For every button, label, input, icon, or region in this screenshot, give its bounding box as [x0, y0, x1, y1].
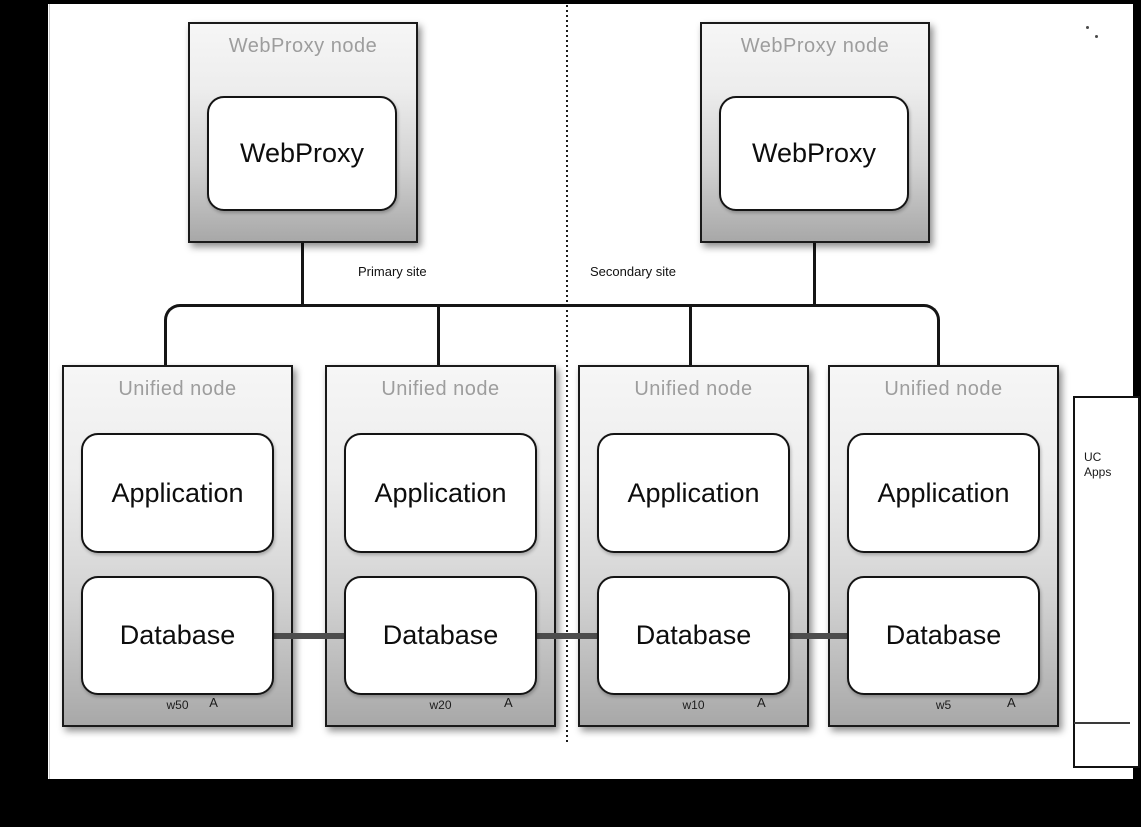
database-replication-link: [271, 633, 849, 639]
uc-apps-box: UC Apps: [1073, 396, 1140, 768]
unified3-connector-line: [689, 306, 692, 365]
network-bus-line: [164, 304, 940, 368]
node-footer: w20 A: [327, 695, 554, 718]
replication-marker: A: [209, 695, 218, 710]
unified2-connector-line: [437, 306, 440, 365]
node-weight-label: w5: [935, 698, 952, 712]
webproxy-node-secondary: WebProxy node WebProxy: [700, 22, 930, 243]
replication-marker: A: [757, 695, 766, 710]
node-footer: w10 A: [580, 695, 807, 718]
application-box: Application: [847, 433, 1040, 553]
webproxy-node-title: WebProxy node: [740, 35, 890, 57]
unified-node-title: Unified node: [118, 378, 237, 400]
primary-site-label: Primary site: [358, 264, 427, 279]
webproxy1-connector-line: [301, 242, 304, 304]
replication-marker: A: [1007, 695, 1016, 710]
node-weight-label: w10: [682, 698, 705, 712]
node-footer: w5 A: [830, 695, 1057, 718]
site-divider-dotted-line: [566, 5, 568, 743]
replication-marker: A: [504, 695, 513, 710]
application-box: Application: [344, 433, 537, 553]
webproxy-component-box: WebProxy: [719, 96, 909, 211]
node-weight-label: w50: [166, 698, 189, 712]
unified-node-title: Unified node: [381, 378, 500, 400]
application-box: Application: [81, 433, 274, 553]
webproxy2-connector-line: [813, 242, 816, 304]
artifact-dot: [1086, 26, 1089, 29]
uc-apps-label-line1: UC: [1084, 450, 1102, 464]
unified-node-title: Unified node: [634, 378, 753, 400]
database-box: Database: [344, 576, 537, 695]
application-box: Application: [597, 433, 790, 553]
artifact-dot: [1095, 35, 1098, 38]
unified-node-title: Unified node: [884, 378, 1003, 400]
secondary-site-label: Secondary site: [590, 264, 676, 279]
unified-node-w20: Unified node Application Database w20 A: [325, 365, 556, 727]
webproxy-node-title: WebProxy node: [228, 35, 378, 57]
database-box: Database: [597, 576, 790, 695]
uc-apps-label-line2: Apps: [1084, 465, 1112, 479]
uc-apps-shadow-line: [1074, 722, 1130, 724]
unified-node-w10: Unified node Application Database w10 A: [578, 365, 809, 727]
node-footer: w50 A: [64, 695, 291, 718]
unified-node-w5: Unified node Application Database w5 A: [828, 365, 1059, 727]
webproxy-component-box: WebProxy: [207, 96, 397, 211]
page-edge-line: [49, 4, 50, 779]
unified-node-w50: Unified node Application Database w50 A: [62, 365, 293, 727]
database-box: Database: [847, 576, 1040, 695]
webproxy-node-primary: WebProxy node WebProxy: [188, 22, 418, 243]
database-box: Database: [81, 576, 274, 695]
node-weight-label: w20: [429, 698, 452, 712]
